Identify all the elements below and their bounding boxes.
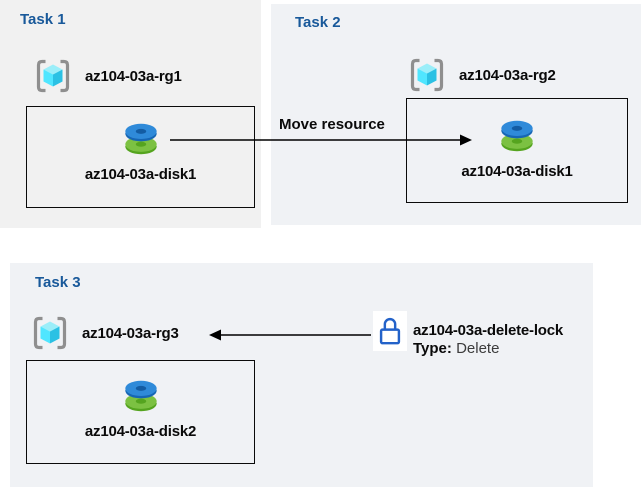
- task2-panel: Task 2 az104-03a-rg2 az104-03a-disk1: [271, 4, 641, 225]
- lock-type-label: Type:: [413, 340, 452, 357]
- lock-name: az104-03a-delete-lock: [413, 322, 564, 339]
- managed-disk-icon: [501, 120, 533, 151]
- task1-title: Task 1: [20, 11, 66, 28]
- lock-type-line: Type: Delete: [413, 340, 563, 358]
- disk-name: az104-03a-disk1: [461, 162, 573, 180]
- task1-panel: Task 1 az104-03a-rg1 az104-03a-disk1: [0, 0, 261, 228]
- resource-group-name: az104-03a-rg1: [85, 67, 182, 85]
- resource-group-icon: [33, 316, 67, 350]
- resource-group-name: az104-03a-rg2: [459, 66, 556, 84]
- lock-callout: az104-03a-delete-lock Type: Delete: [413, 322, 563, 358]
- lock-icon: [379, 317, 401, 345]
- task3-disk-box: az104-03a-disk2: [26, 360, 255, 464]
- task3-panel: Task 3 az104-03a-rg3 az104-03a-disk2: [10, 263, 593, 487]
- resource-group-icon: [36, 59, 70, 93]
- task2-disk-box: az104-03a-disk1: [406, 98, 628, 203]
- resource-group-name: az104-03a-rg3: [82, 324, 179, 342]
- task3-resource-group: az104-03a-rg3: [30, 313, 179, 353]
- task2-resource-group: az104-03a-rg2: [407, 55, 556, 95]
- managed-disk-icon: [124, 380, 157, 412]
- move-resource-label: Move resource: [279, 116, 385, 133]
- managed-disk-icon: [124, 123, 157, 155]
- lock-icon-box: [373, 311, 407, 351]
- task3-title: Task 3: [35, 274, 81, 291]
- disk-name: az104-03a-disk2: [84, 423, 197, 440]
- task2-title: Task 2: [295, 14, 341, 31]
- lock-type-value: Delete: [456, 340, 500, 357]
- resource-group-icon: [410, 58, 444, 92]
- task1-disk-box: az104-03a-disk1: [26, 106, 255, 208]
- disk-name: az104-03a-disk1: [84, 166, 197, 183]
- task1-resource-group: az104-03a-rg1: [33, 56, 182, 96]
